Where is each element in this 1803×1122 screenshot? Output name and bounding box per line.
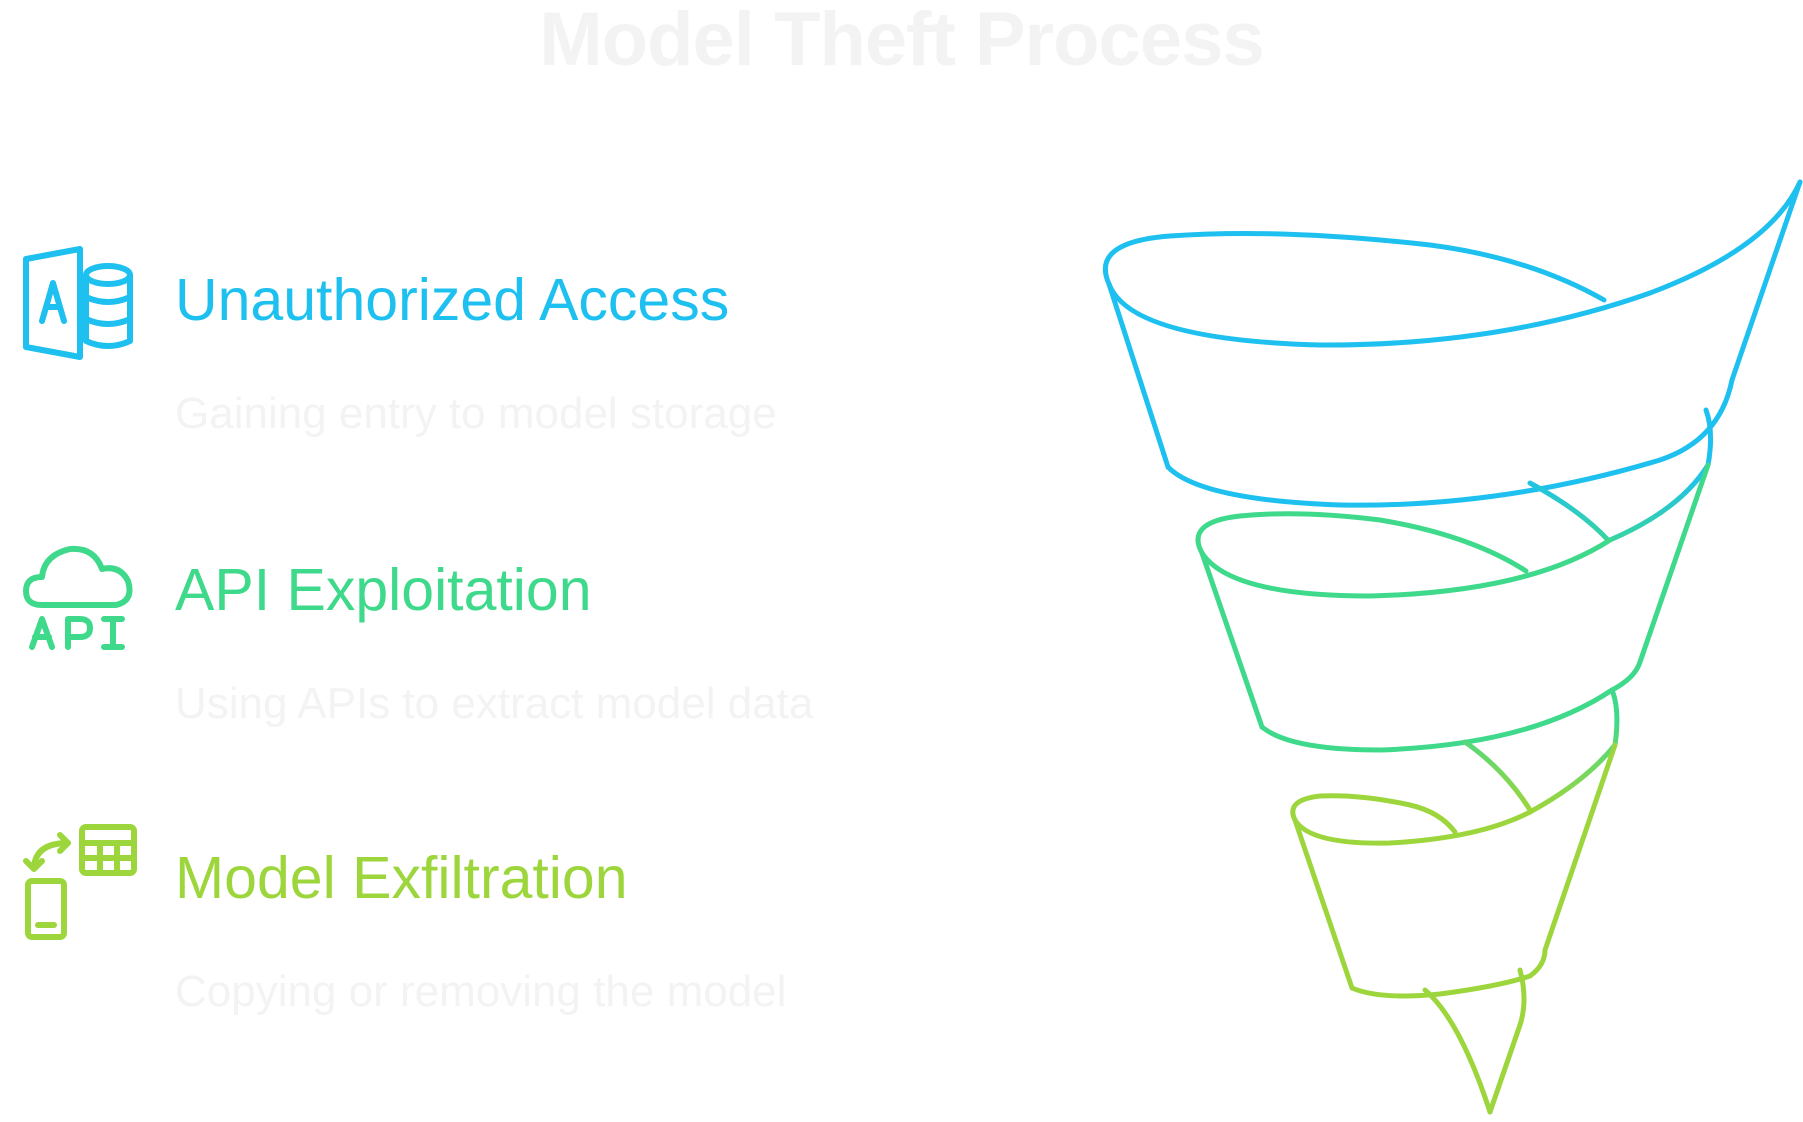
- phone-table-transfer-icon: [20, 823, 140, 943]
- funnel-tier-1: [1102, 179, 1803, 508]
- cloud-api-icon: [20, 535, 140, 655]
- funnel-graphic: [1102, 179, 1803, 1115]
- step-label: Model Exfiltration: [175, 845, 628, 911]
- funnel-tier-3: [1290, 742, 1618, 1115]
- diagram-title: Model Theft Process: [539, 0, 1264, 82]
- step-label: Unauthorized Access: [175, 267, 730, 333]
- document-database-icon: [20, 245, 140, 365]
- step-description: Copying or removing the model: [175, 967, 787, 1016]
- step-label: API Exploitation: [175, 557, 592, 623]
- funnel-tier-2: [1195, 462, 1711, 753]
- step-description: Using APIs to extract model data: [175, 679, 814, 728]
- step-description: Gaining entry to model storage: [175, 389, 777, 438]
